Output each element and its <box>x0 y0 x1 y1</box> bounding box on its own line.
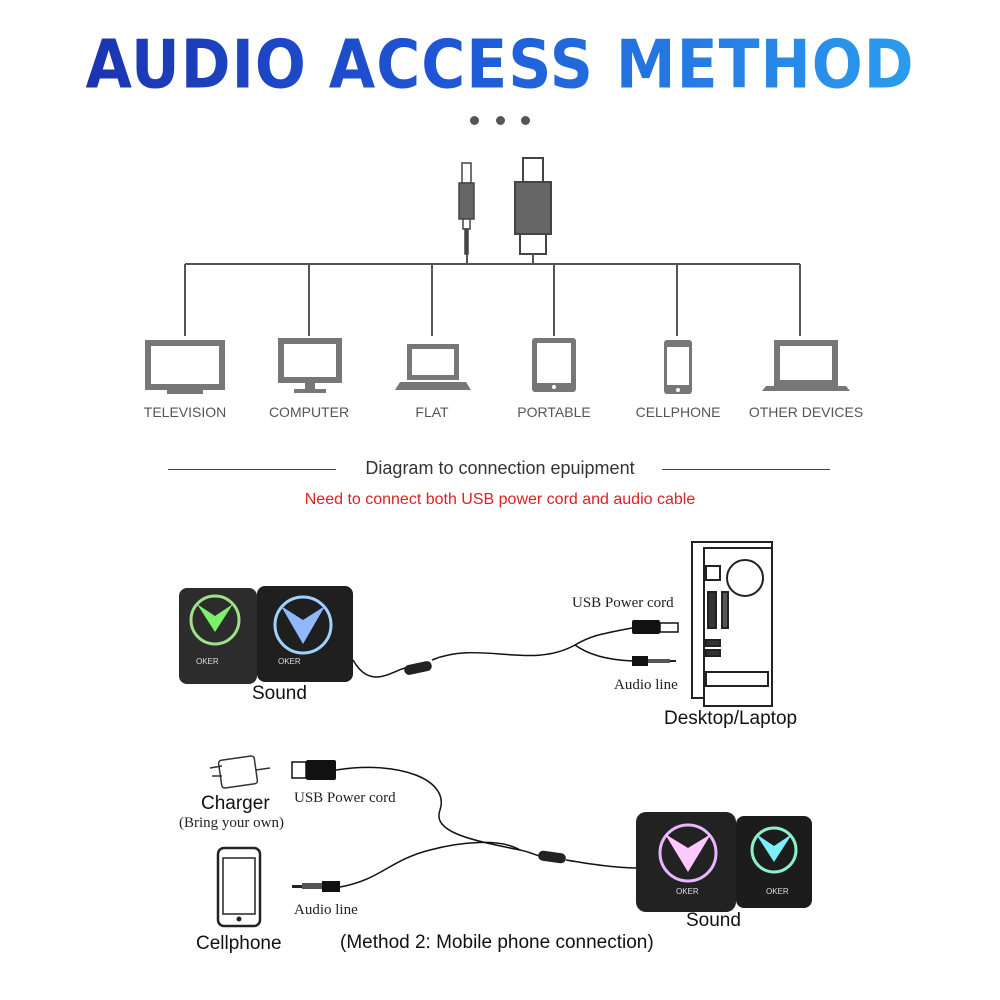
laptop-icon <box>762 340 850 391</box>
speaker-right <box>736 816 812 908</box>
page-title: AUDIO ACCESS METHOD <box>0 26 1000 104</box>
audio-jack-icon <box>632 656 676 666</box>
device-label-other-devices: OTHER DEVICES <box>748 404 864 420</box>
speaker-right <box>257 586 353 682</box>
monitor-icon <box>278 338 342 393</box>
speaker-brand: OKER <box>676 887 699 896</box>
caption-divider-right <box>662 469 830 470</box>
caption-divider-left <box>168 469 336 470</box>
sound-label: Sound <box>252 683 307 704</box>
inline-switch <box>404 661 432 675</box>
desktop-tower-icon <box>691 541 773 707</box>
diagram-caption: Diagram to connection epuipment <box>365 458 635 478</box>
phone-icon <box>216 846 262 928</box>
desktop-laptop-label: Desktop/Laptop <box>664 708 798 729</box>
method2-caption: (Method 2: Mobile phone connection) <box>340 932 654 953</box>
connection-tree <box>184 254 801 336</box>
charger-icon <box>209 755 271 789</box>
usb-plug-icon <box>291 760 336 780</box>
charger-note: (Bring your own) <box>179 815 284 831</box>
device-label-cellphone: CELLPHONE <box>635 404 721 420</box>
device-label-flat: FLAT <box>415 404 449 420</box>
speaker-brand: OKER <box>278 657 301 666</box>
speaker-left <box>179 588 257 684</box>
usb-plug-icon <box>514 157 552 255</box>
speaker-brand: OKER <box>196 657 219 666</box>
television-icon <box>145 340 225 394</box>
connection-note: Need to connect both USB power cord and … <box>304 491 696 508</box>
phone-icon <box>664 340 692 394</box>
inline-switch <box>538 850 566 864</box>
device-label-computer: COMPUTER <box>268 404 350 420</box>
sound-label: Sound <box>686 910 741 931</box>
device-label-television: TELEVISION <box>143 404 227 420</box>
cellphone-label: Cellphone <box>196 933 282 954</box>
charger-label: Charger <box>201 793 270 814</box>
usb-plug-icon <box>632 620 679 634</box>
device-label-portable: PORTABLE <box>517 404 591 420</box>
method1-cable <box>352 627 633 678</box>
audio-line-label: Audio line <box>614 677 678 693</box>
usb-power-cord-label: USB Power cord <box>294 790 396 806</box>
tablet-icon <box>532 338 576 392</box>
audio-jack-icon <box>458 162 475 255</box>
laptop-icon <box>395 344 471 390</box>
audio-jack-icon <box>292 881 340 892</box>
audio-line-label: Audio line <box>294 902 358 918</box>
speaker-left <box>636 812 736 912</box>
more-dots-icon <box>470 116 530 136</box>
usb-power-cord-label: USB Power cord <box>572 595 674 611</box>
method2-cable <box>335 766 641 888</box>
speaker-brand: OKER <box>766 887 789 896</box>
